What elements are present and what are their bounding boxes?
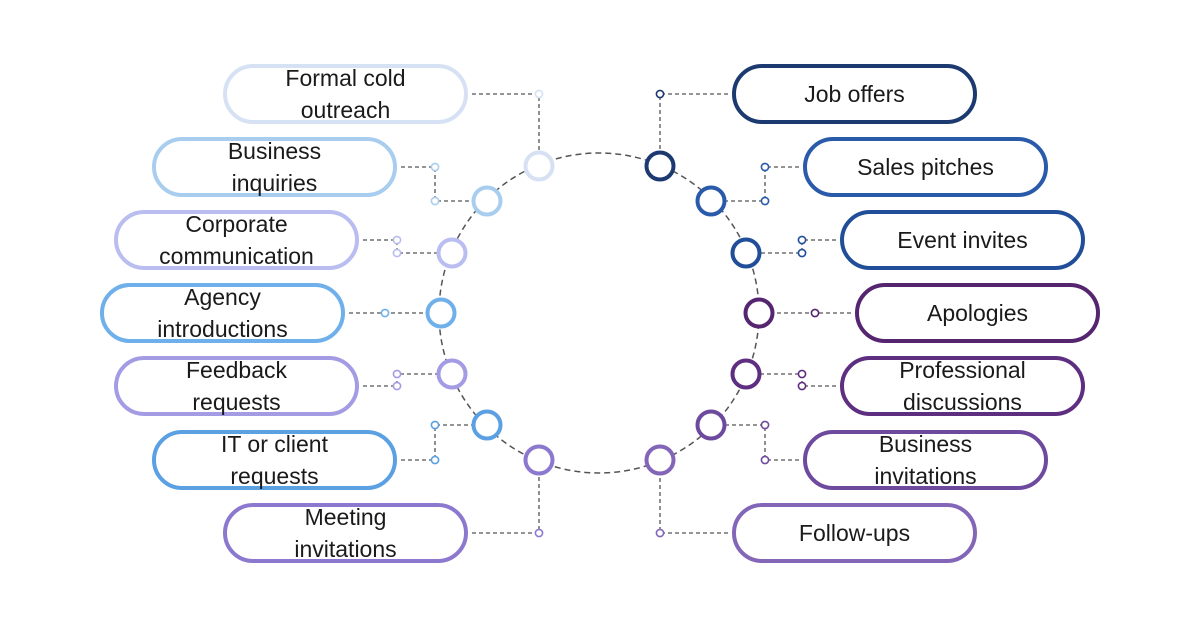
left-junction-dot-1-1 <box>534 89 544 99</box>
left-pill-5: Feedback requests <box>114 356 359 416</box>
left-connector-3 <box>363 235 439 258</box>
left-junction-dot-3-2 <box>392 248 402 258</box>
left-junction-dot-2-2 <box>430 196 440 206</box>
left-junction-dot-7-1 <box>534 528 544 538</box>
left-junction-dot-4-1 <box>380 308 390 318</box>
right-ring-node-4 <box>743 297 775 329</box>
left-junction-dot-3-1 <box>392 235 402 245</box>
left-pill-4: Agency introductions <box>100 283 345 343</box>
right-junction-dot-4-1 <box>810 308 820 318</box>
left-ring-node-4 <box>425 297 457 329</box>
right-junction-dot-3-1 <box>797 235 807 245</box>
left-connector-1 <box>472 89 544 153</box>
right-ring-node-3 <box>730 237 762 269</box>
right-pill-2: Sales pitches <box>803 137 1048 197</box>
left-junction-dot-6-1 <box>430 455 440 465</box>
right-connector-1 <box>655 89 728 153</box>
right-ring-node-1 <box>644 150 676 182</box>
left-junction-dot-5-1 <box>392 381 402 391</box>
right-junction-dot-2-1 <box>760 162 770 172</box>
right-pill-3: Event invites <box>840 210 1085 270</box>
left-ring-node-2 <box>471 185 503 217</box>
right-connector-5 <box>759 369 836 391</box>
left-pill-1: Formal cold outreach <box>223 64 468 124</box>
left-junction-dot-6-2 <box>430 420 440 430</box>
right-ring-node-2 <box>695 185 727 217</box>
right-junction-dot-6-2 <box>760 420 770 430</box>
left-junction-dot-2-1 <box>430 162 440 172</box>
right-pill-6: Business invitations <box>803 430 1048 490</box>
right-pill-4: Apologies <box>855 283 1100 343</box>
right-connector-2 <box>724 162 799 206</box>
right-junction-dot-5-2 <box>797 369 807 379</box>
left-pill-2: Business inquiries <box>152 137 397 197</box>
right-connector-3 <box>759 235 836 258</box>
left-ring-node-7 <box>523 444 555 476</box>
left-ring-node-3 <box>436 237 468 269</box>
left-ring-node-6 <box>471 409 503 441</box>
right-junction-dot-1-1 <box>655 89 665 99</box>
left-connector-4 <box>349 308 428 318</box>
right-connector-4 <box>772 308 851 318</box>
left-connector-2 <box>401 162 474 206</box>
right-pill-1: Job offers <box>732 64 977 124</box>
right-ring-node-7 <box>644 444 676 476</box>
left-connector-7 <box>472 473 544 538</box>
left-ring-node-5 <box>436 358 468 390</box>
right-junction-dot-6-1 <box>760 455 770 465</box>
right-junction-dot-3-2 <box>797 248 807 258</box>
right-junction-dot-7-1 <box>655 528 665 538</box>
left-junction-dot-5-2 <box>392 369 402 379</box>
left-ring-node-1 <box>523 150 555 182</box>
right-ring-node-6 <box>695 409 727 441</box>
right-junction-dot-2-2 <box>760 196 770 206</box>
right-ring-node-5 <box>730 358 762 390</box>
right-junction-dot-5-1 <box>797 381 807 391</box>
right-pill-7: Follow-ups <box>732 503 977 563</box>
right-pill-5: Professional discussions <box>840 356 1085 416</box>
left-pill-6: IT or client requests <box>152 430 397 490</box>
left-pill-3: Corporate communication <box>114 210 359 270</box>
right-connector-6 <box>724 420 799 465</box>
right-connector-7 <box>655 473 728 538</box>
left-connector-5 <box>363 369 439 391</box>
left-connector-6 <box>401 420 474 465</box>
left-pill-7: Meeting invitations <box>223 503 468 563</box>
